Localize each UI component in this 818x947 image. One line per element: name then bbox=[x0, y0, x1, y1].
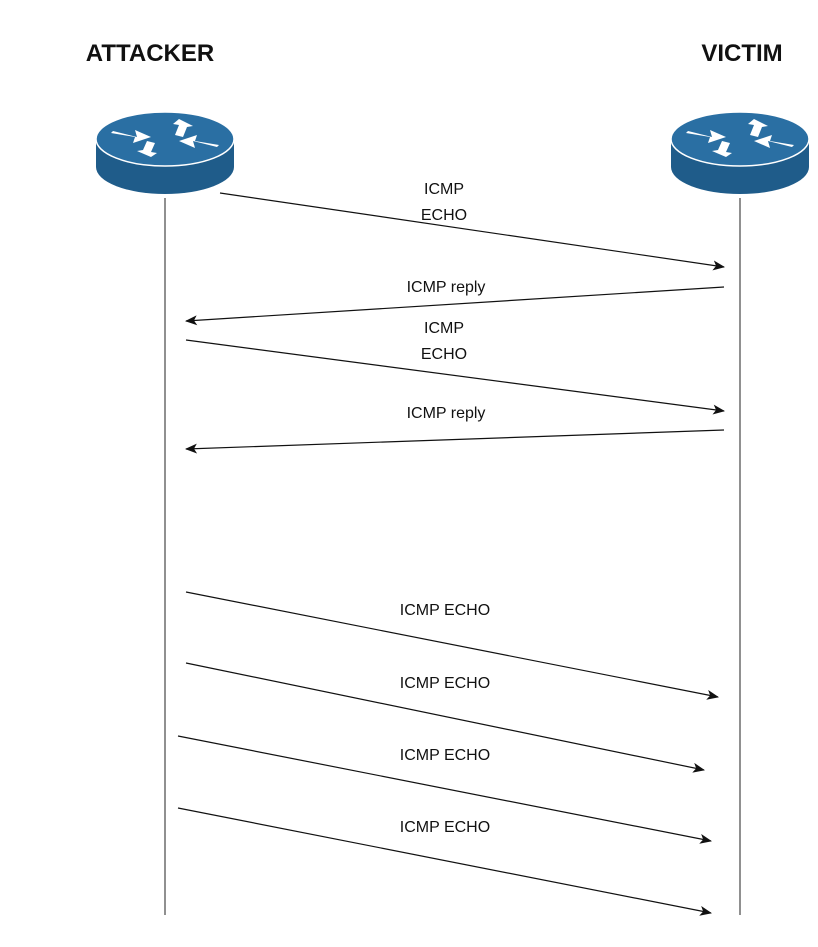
message-arrow-3 bbox=[185, 339, 725, 415]
message-label-7: ICMP ECHO bbox=[400, 747, 490, 764]
message-arrow-8 bbox=[177, 807, 712, 916]
message-arrow-2 bbox=[185, 286, 725, 326]
attacker-router-icon bbox=[95, 111, 235, 194]
message-label-5: ICMP ECHO bbox=[400, 602, 490, 619]
message-label-1-line-1: ICMP bbox=[424, 181, 464, 198]
message-arrow-7 bbox=[177, 735, 712, 844]
message-label-4: ICMP reply bbox=[407, 405, 486, 422]
attacker-label: ATTACKER bbox=[86, 40, 214, 67]
message-label-3-line-1: ICMP bbox=[424, 320, 464, 337]
victim-router-icon bbox=[670, 111, 810, 194]
message-label-1-line-2: ECHO bbox=[421, 207, 467, 224]
message-arrow-5 bbox=[185, 591, 719, 700]
message-arrow-6 bbox=[185, 662, 705, 773]
message-arrow-4 bbox=[185, 429, 725, 454]
message-label-2: ICMP reply bbox=[407, 279, 486, 296]
message-label-8: ICMP ECHO bbox=[400, 819, 490, 836]
message-label-3-line-2: ECHO bbox=[421, 346, 467, 363]
victim-label: VICTIM bbox=[701, 40, 782, 67]
message-label-6: ICMP ECHO bbox=[400, 675, 490, 692]
message-arrow-1 bbox=[219, 192, 725, 271]
